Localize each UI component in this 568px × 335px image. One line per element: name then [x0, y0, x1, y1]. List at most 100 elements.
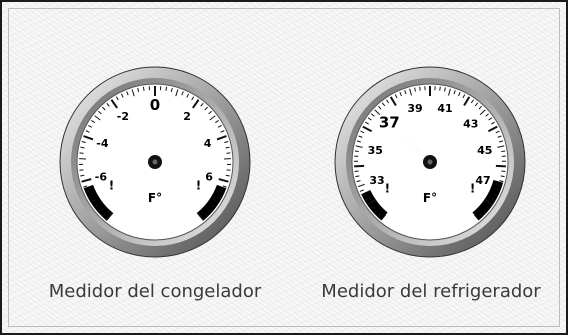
scale-tick — [218, 178, 229, 183]
warning-zone-0 — [361, 189, 388, 221]
scale-label: 4 — [204, 137, 212, 150]
unit-label: F° — [423, 191, 437, 205]
scale-tick — [479, 109, 486, 116]
scale-tick — [414, 87, 416, 92]
scale-tick — [87, 195, 92, 199]
scale-tick — [90, 198, 98, 204]
scale-tick — [495, 130, 500, 134]
scale-tick — [220, 190, 225, 194]
scale-tick — [470, 99, 475, 104]
scale-tick — [220, 130, 225, 133]
scale-tick — [358, 135, 363, 138]
warning-mark: ! — [470, 182, 475, 196]
scale-label: 35 — [368, 144, 383, 157]
scale-tick — [370, 206, 374, 210]
scale-tick — [488, 117, 493, 121]
scale-tick — [115, 96, 119, 101]
needle-hub-cap — [427, 159, 433, 165]
scale-tick — [373, 210, 378, 214]
scale-tick — [374, 109, 381, 116]
scale-tick — [501, 170, 506, 173]
scale-tick — [478, 105, 482, 110]
scale-tick — [501, 150, 506, 153]
scale-tick — [458, 92, 461, 97]
scale-tick — [491, 121, 495, 125]
scale-tick — [499, 180, 504, 183]
scale-tick — [448, 88, 451, 96]
warning-zone-0 — [83, 184, 113, 221]
scale-tick — [105, 211, 114, 221]
scale-tick — [381, 102, 386, 107]
scale-tick — [355, 145, 363, 148]
scale-tick — [385, 99, 390, 104]
scale-tick — [85, 190, 90, 194]
scale-tick — [366, 198, 377, 206]
scale-tick — [376, 213, 381, 218]
scale-tick — [453, 90, 456, 95]
warning-mark: ! — [196, 179, 201, 193]
scale-tick — [110, 99, 118, 109]
scale-tick — [399, 92, 402, 97]
scale-label: -4 — [96, 137, 109, 150]
scale-tick — [495, 183, 503, 188]
inner-border — [8, 8, 560, 327]
scale-tick — [91, 120, 95, 124]
scale-tick — [355, 175, 360, 178]
scale-tick — [356, 180, 361, 183]
scale-tick — [487, 125, 498, 133]
scale-tick — [204, 213, 209, 217]
needle-hub-cap — [152, 159, 158, 165]
scale-tick — [212, 198, 220, 204]
scale-tick — [94, 115, 101, 121]
scale-tick — [224, 141, 229, 144]
scale-tick — [212, 204, 217, 209]
scale-tick — [208, 209, 213, 213]
scale-tick — [419, 86, 421, 91]
scale-tick — [216, 135, 227, 141]
scale-label: 2 — [183, 110, 191, 123]
fridge-gauge-caption: Medidor del refrigerador — [321, 281, 541, 302]
scale-tick — [482, 210, 487, 214]
scale-tick — [83, 185, 88, 188]
scale-tick — [102, 106, 106, 111]
scale-tick — [186, 93, 190, 98]
freezer-gauge-caption: Medidor del congelador — [48, 281, 262, 302]
scale-tick — [225, 146, 230, 149]
scale-tick — [500, 175, 505, 178]
scale-tick — [101, 213, 106, 217]
scale-tick — [165, 86, 168, 91]
scale-tick — [222, 185, 227, 188]
scale-tick — [485, 113, 490, 117]
scale-tick — [81, 141, 86, 144]
scale-tick — [208, 110, 212, 115]
scale-tick — [357, 183, 365, 188]
scale-tick — [389, 96, 397, 107]
scale-label: -2 — [117, 110, 129, 123]
scale-tick — [85, 130, 90, 133]
scale-tick — [462, 94, 466, 99]
scale-tick — [370, 113, 375, 117]
scale-tick — [80, 146, 85, 149]
scale-tick — [170, 87, 173, 92]
scale-label: 0 — [150, 96, 160, 114]
scale-tick — [196, 211, 205, 221]
scale-label: 37 — [379, 114, 400, 132]
scale-tick — [83, 135, 94, 141]
scale-label: 43 — [463, 118, 478, 131]
scale-tick — [218, 195, 223, 199]
scale-tick — [364, 198, 369, 202]
scale-tick — [360, 130, 365, 134]
scale-tick — [479, 213, 484, 218]
scale-tick — [486, 206, 490, 210]
warning-mark: ! — [109, 179, 114, 193]
scale-tick — [463, 96, 471, 107]
scale-tick — [142, 86, 145, 91]
scale-tick — [394, 94, 398, 99]
scale-tick — [354, 170, 359, 173]
scale-tick — [409, 88, 412, 96]
scale-tick — [106, 102, 110, 107]
scale-tick — [137, 87, 140, 92]
scale-tick — [80, 174, 85, 177]
